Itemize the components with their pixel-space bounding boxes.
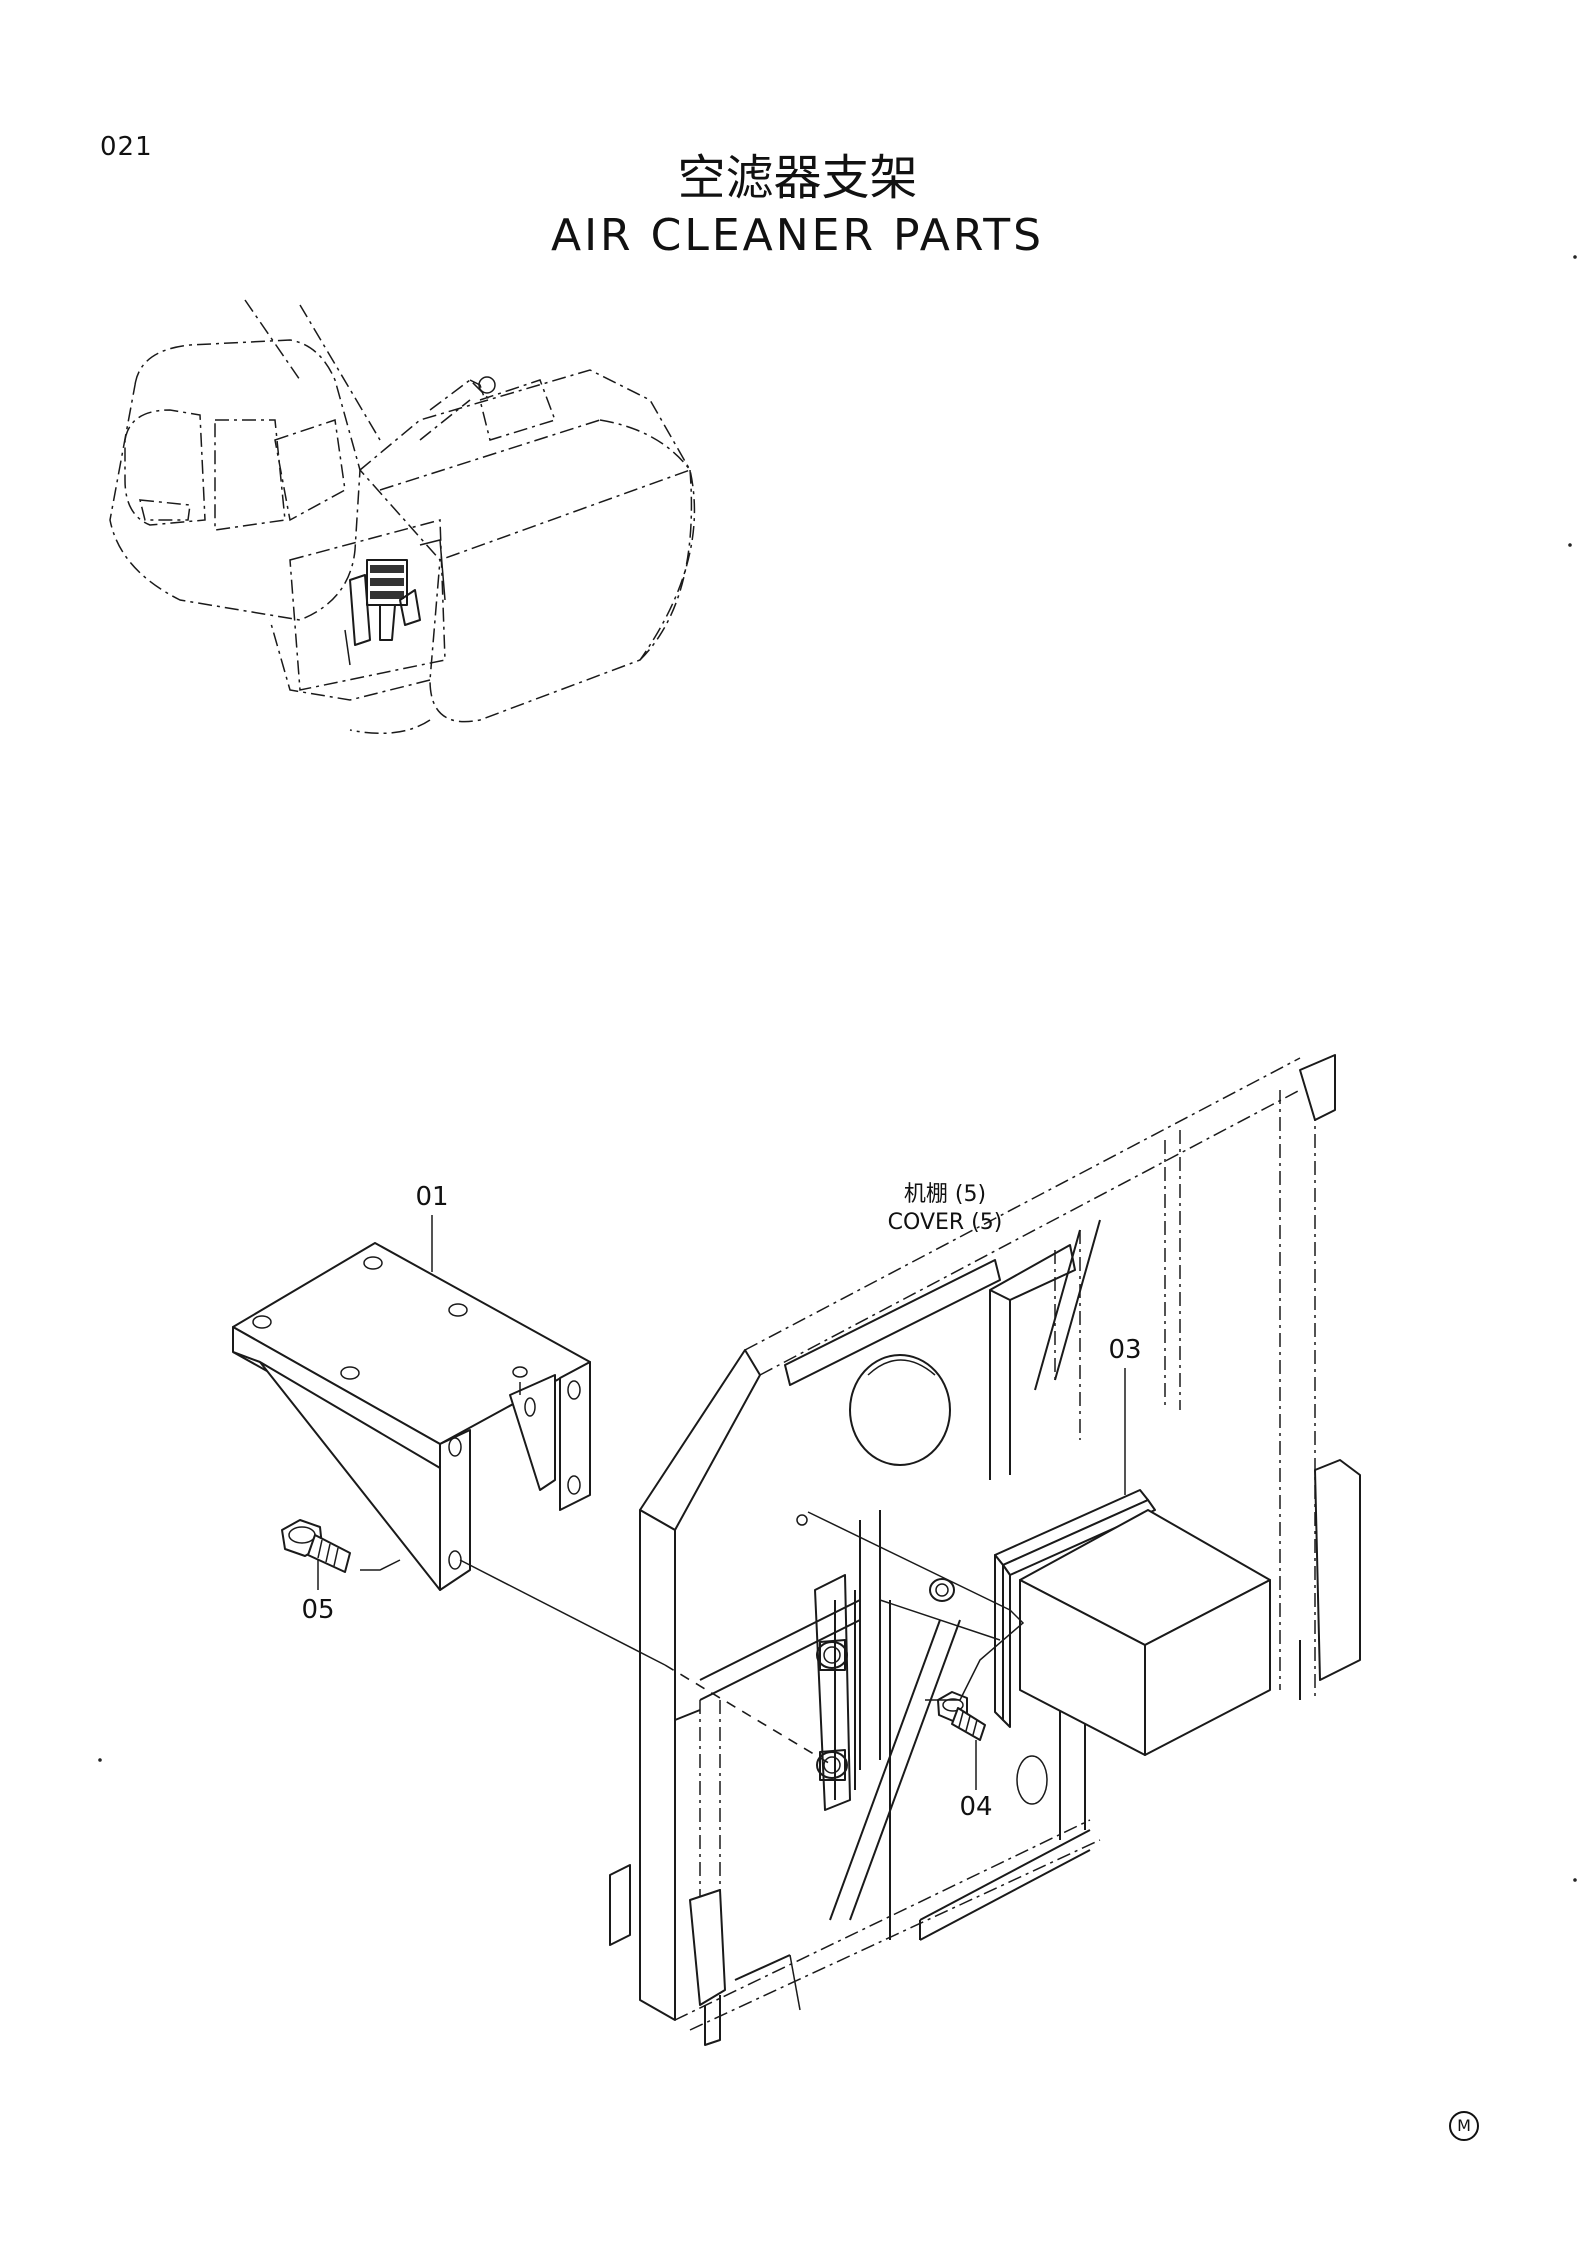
title-chinese: 空滤器支架: [677, 150, 918, 206]
excavator-overview-illustration: [109, 299, 696, 735]
cover-panel: [609, 1054, 1361, 2046]
title-english: AIR CLEANER PARTS: [550, 210, 1045, 261]
callout-04: 04: [959, 1792, 992, 1822]
cover-label-english: COVER (5): [888, 1210, 1003, 1235]
bracket-01: [232, 1242, 591, 1591]
air-cleaner-03: [994, 1489, 1271, 1756]
callout-03: 03: [1108, 1335, 1141, 1365]
bolt-04: [937, 1691, 986, 1741]
assembly-lines: [317, 1215, 1126, 1790]
bolt-05: [281, 1519, 401, 1573]
corner-mark-icon: M: [1449, 2111, 1479, 2141]
cover-label-chinese: 机棚 (5): [904, 1182, 986, 1207]
title-block: 空滤器支架 AIR CLEANER PARTS: [0, 150, 1595, 264]
callout-01: 01: [415, 1182, 448, 1212]
callout-05: 05: [301, 1595, 334, 1625]
page-number: 021: [100, 132, 153, 162]
